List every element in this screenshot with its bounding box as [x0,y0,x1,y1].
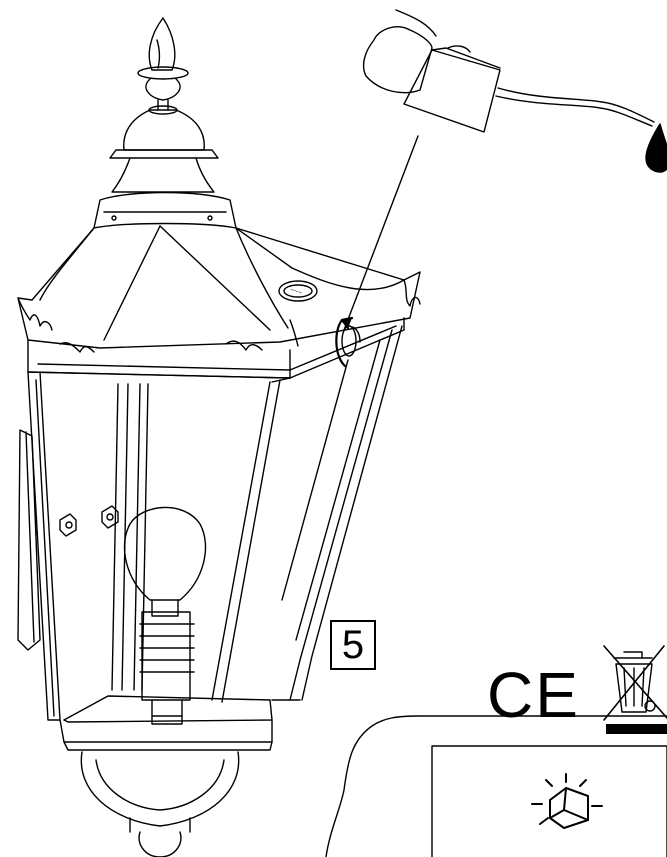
info-panel [325,715,667,857]
ce-mark-text: CE [487,659,580,731]
step-number-box: 5 [330,620,376,670]
svg-text:~~~: ~~~ [289,286,303,297]
light-bulb-icon [123,506,207,725]
oil-can-icon [343,9,655,331]
rotation-arrow-icon [335,316,354,368]
weee-bar [606,724,667,734]
house-light-icon [531,773,603,829]
lantern-finial [137,17,189,111]
step-number: 5 [341,623,365,667]
lantern-roof: ~~~ [17,225,421,353]
oil-drop-icon [645,123,667,173]
weee-symbol [603,645,667,734]
lantern-bowl [80,751,240,857]
lantern-frame [17,317,405,751]
wall-lantern-illustration: ~~~ [17,17,421,857]
lantern-cap [93,105,237,229]
crossed-out-wheelie-bin-icon [603,645,667,721]
ce-mark: CE [487,660,578,730]
top-screw [341,325,361,357]
